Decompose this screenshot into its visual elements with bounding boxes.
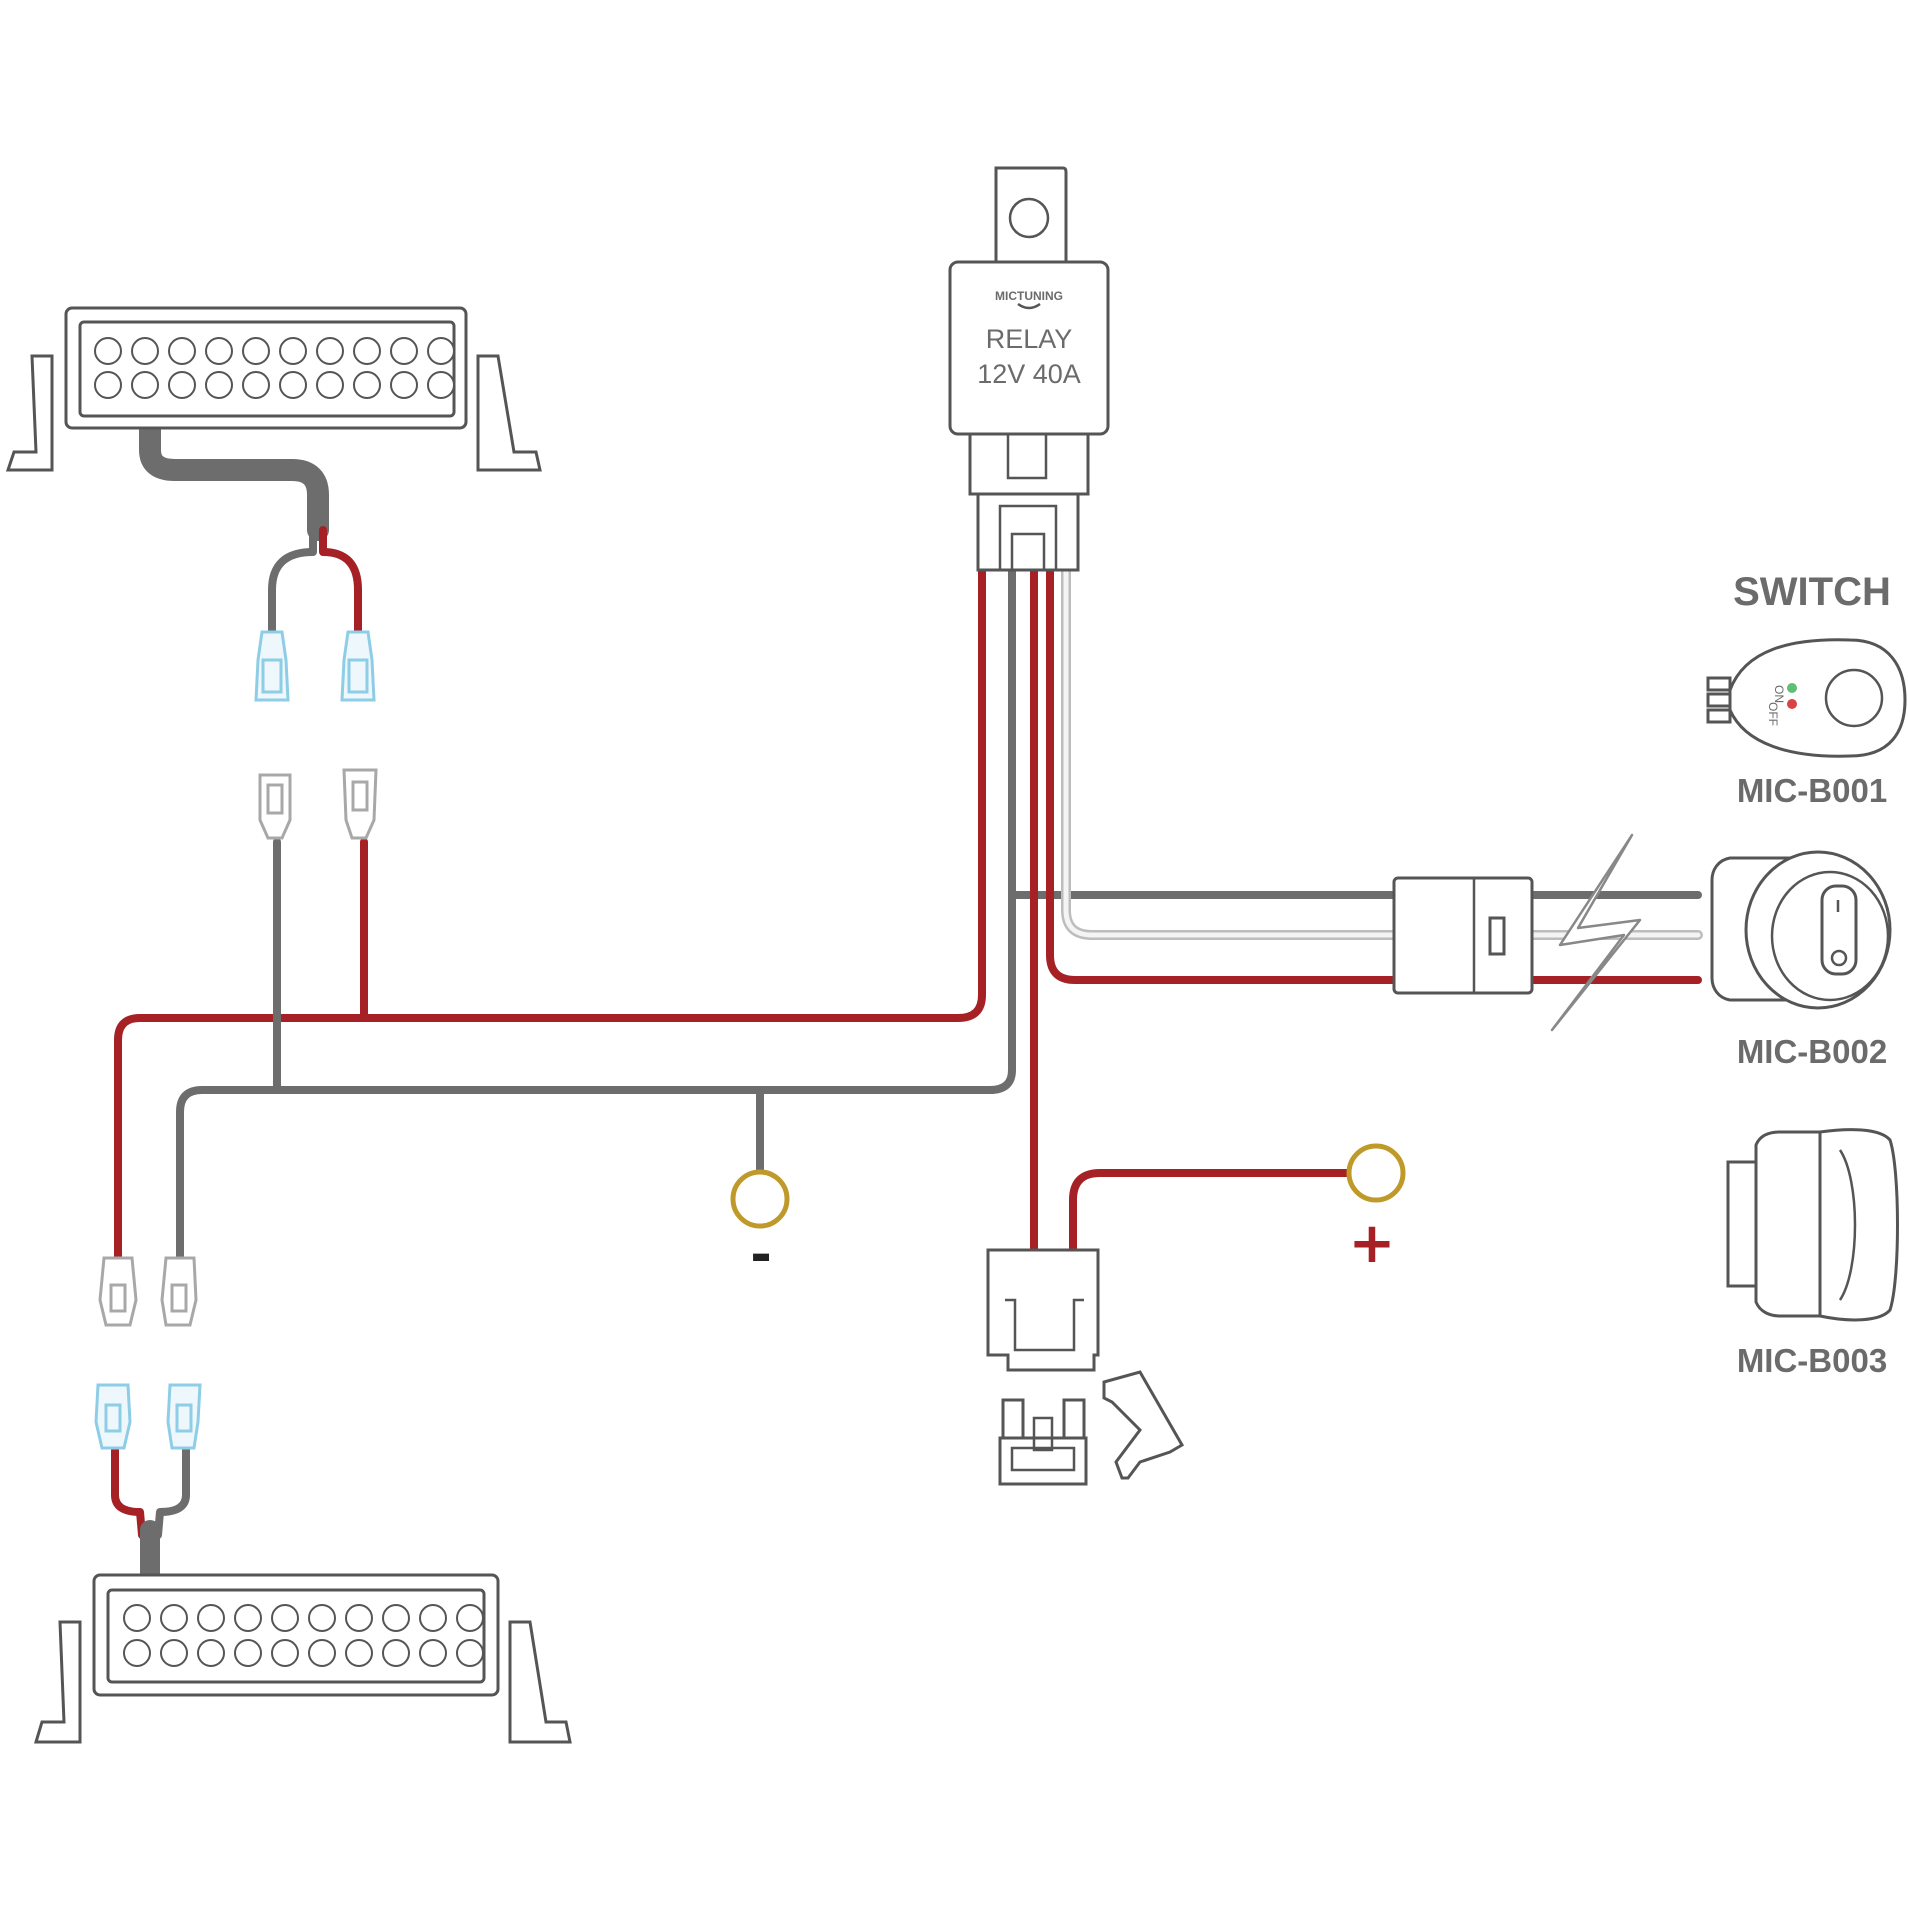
model-b001: MIC-B001 — [1737, 772, 1887, 809]
ring-terminal-icon-positive — [1346, 1143, 1406, 1203]
relay-rating: 12V 40A — [977, 359, 1081, 389]
red-wire-battery — [1069, 1169, 1354, 1254]
b001-on-label: ON — [1772, 685, 1786, 703]
lower-light-leds — [123, 1604, 484, 1667]
relay-label: RELAY — [986, 324, 1073, 354]
switch-connector-icon — [1392, 876, 1534, 995]
spade-connector-icon-lower-harness — [98, 1256, 198, 1327]
relay-icon: MICTUNING RELAY 12V 40A — [948, 166, 1110, 572]
spade-connector-icon-lower-light-blue — [94, 1383, 202, 1450]
positive-symbol: + — [1349, 1211, 1396, 1276]
lower-pigtail-red — [111, 1444, 146, 1539]
rocker-switch-icon — [1726, 1128, 1899, 1322]
upper-pigtail-gray — [268, 526, 317, 639]
model-b002: MIC-B002 — [1737, 1033, 1887, 1070]
upper-light-leds — [94, 337, 455, 399]
upper-light-cable — [139, 419, 329, 541]
blade-fuse-icon — [998, 1398, 1088, 1486]
lower-pigtail-gray — [154, 1444, 190, 1539]
switch-title: SWITCH — [1733, 570, 1891, 614]
red-wire-switch — [1046, 566, 1702, 984]
light-bar-icon-upper — [5, 306, 542, 472]
gray-wire-main — [176, 566, 1016, 1266]
red-wire-main — [114, 566, 986, 1266]
light-bar-icon-lower — [33, 1573, 572, 1744]
wire-harness — [111, 419, 1703, 1588]
model-b003: MIC-B003 — [1737, 1342, 1887, 1379]
round-switch-icon — [1710, 850, 1892, 1010]
ring-terminal-icon-ground — [730, 1169, 790, 1229]
teardrop-switch-icon: ON OFF — [1706, 638, 1907, 758]
fuse-holder-icon — [986, 1248, 1185, 1480]
relay-brand: MICTUNING — [995, 289, 1063, 303]
lightning-bolt-icon — [1550, 833, 1642, 1032]
spade-connector-icon-upper-harness — [258, 768, 378, 840]
spade-connector-icon-upper-light-blue — [254, 630, 376, 702]
upper-pigtail-red — [319, 526, 362, 639]
ground-symbol: - — [750, 1225, 772, 1285]
b001-off-label: OFF — [1766, 702, 1780, 726]
